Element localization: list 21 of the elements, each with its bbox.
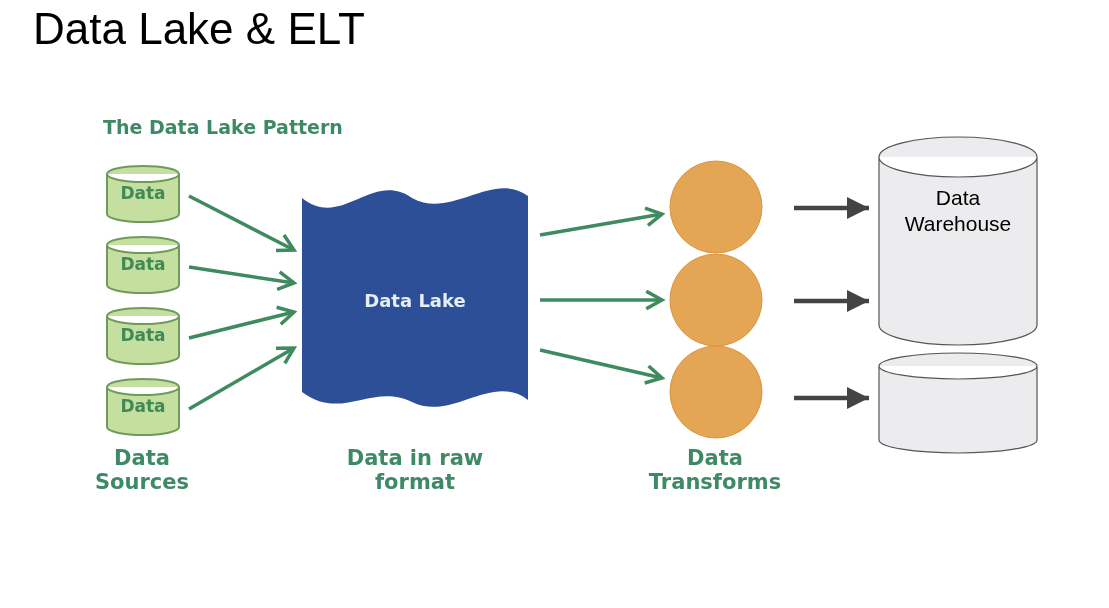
section-heading: The Data Lake Pattern — [103, 116, 343, 138]
node-label: Data Lake — [363, 289, 467, 313]
node-label: Data — [119, 325, 167, 347]
arrow — [794, 196, 869, 220]
node-label: Data — [119, 183, 167, 205]
arrow — [540, 289, 664, 311]
arrow — [188, 305, 296, 340]
node-label: Data — [119, 396, 167, 418]
arrow — [539, 348, 664, 385]
node-label: Data Warehouse — [903, 184, 1013, 237]
node-caption: Data in raw format — [345, 446, 485, 495]
arrow — [188, 346, 296, 411]
group-caption: Data Transforms — [647, 446, 783, 495]
arrow — [794, 386, 869, 410]
group-caption: Data Sources — [93, 446, 191, 495]
arrow — [539, 206, 664, 237]
node-label: Data — [119, 254, 167, 276]
arrow — [794, 289, 869, 313]
slide-title: Data Lake & ELT — [33, 4, 365, 54]
arrow — [188, 265, 296, 292]
arrow — [188, 194, 296, 253]
